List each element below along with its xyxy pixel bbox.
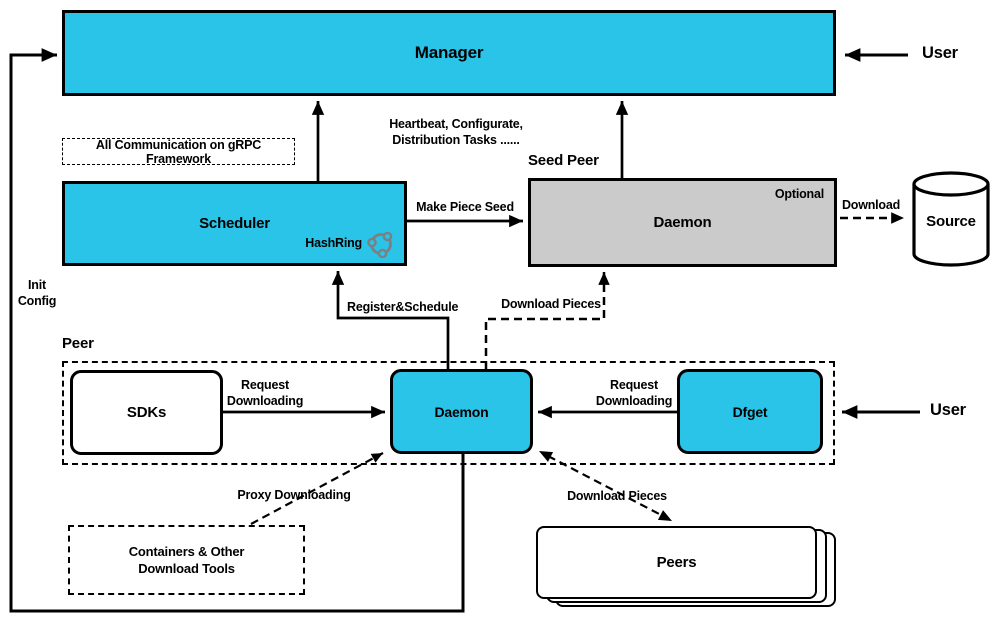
request-downloading-dfget-line2: Downloading <box>595 394 673 408</box>
proxy-downloading-label: Proxy Downloading <box>237 488 351 502</box>
peer-daemon-node: Daemon <box>390 369 533 454</box>
grpc-note-box: All Communication on gRPC Framework <box>62 137 295 166</box>
dfget-label: Dfget <box>732 403 768 420</box>
arrow-download-pieces-top <box>484 271 610 369</box>
init-config-label: Init Config <box>17 277 57 309</box>
request-downloading-dfget-label: Request Downloading <box>596 377 672 409</box>
heartbeat-line1: Heartbeat, Configurate, <box>389 117 523 131</box>
optional-label: Optional <box>774 187 824 201</box>
hashring-badge: HashRing <box>305 228 396 258</box>
arrow-register-schedule <box>331 270 450 369</box>
source-cylinder-icon <box>912 171 990 267</box>
request-downloading-dfget-line1: Request <box>610 378 658 392</box>
hashring-label: HashRing <box>305 236 362 250</box>
seed-peer-group-label: Seed Peer <box>528 152 599 169</box>
download-pieces-top-label: Download Pieces <box>501 297 601 311</box>
sdks-label: SDKs <box>126 404 167 421</box>
download-pieces-bottom-label: Download Pieces <box>567 489 667 503</box>
init-config-line2: Config <box>17 294 57 308</box>
heartbeat-line2: Distribution Tasks ...... <box>392 133 520 147</box>
scheduler-label: Scheduler <box>199 215 270 232</box>
grpc-note-label: All Communication on gRPC Framework <box>95 137 262 166</box>
containers-label-line2: Download Tools <box>138 561 235 576</box>
download-edge-label: Download <box>841 198 901 212</box>
arrow-download-pieces-bottom <box>547 455 664 517</box>
scheduler-node: Scheduler HashRing <box>62 181 407 266</box>
manager-label: Manager <box>414 43 484 62</box>
sdks-node: SDKs <box>70 370 223 455</box>
containers-node: Containers & Other Download Tools <box>68 525 305 595</box>
register-schedule-label: Register&Schedule <box>347 300 459 314</box>
init-config-line1: Init <box>28 278 46 292</box>
manager-node: Manager <box>62 10 836 96</box>
peer-group-label: Peer <box>62 335 94 352</box>
hashring-icon <box>367 231 393 258</box>
peers-node: Peers <box>536 526 817 599</box>
make-piece-seed-label: Make Piece Seed <box>416 200 514 214</box>
seed-peer-daemon-node: Daemon Optional <box>528 178 837 267</box>
arrowhead-download-pieces-peers-end <box>657 510 672 521</box>
source-label: Source <box>926 213 976 230</box>
heartbeat-edge-label: Heartbeat, Configurate, Distribution Tas… <box>389 116 523 148</box>
peers-label: Peers <box>656 554 697 571</box>
containers-label-line1: Containers & Other <box>128 544 245 559</box>
dfget-node: Dfget <box>677 369 823 454</box>
peer-daemon-label: Daemon <box>434 403 489 420</box>
user-top-label: User <box>922 44 958 62</box>
seed-peer-daemon-label: Daemon <box>653 214 712 231</box>
user-bottom-label: User <box>930 401 966 419</box>
